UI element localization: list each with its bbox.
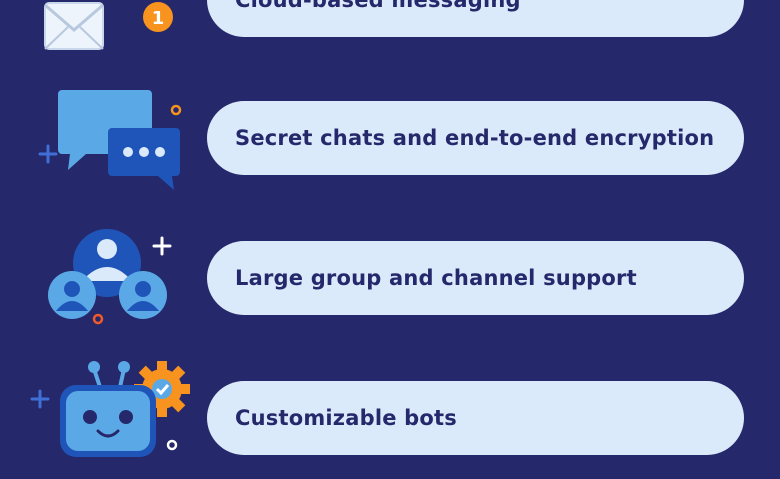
feature-label-bots: Customizable bots [207, 381, 744, 455]
group-users-icon [48, 229, 172, 325]
feature-row-group-support: Large group and channel support [0, 219, 780, 339]
robot-gear-icon [30, 361, 190, 457]
feature-row-bots: Customizable bots [0, 359, 780, 479]
feature-row-secret-chats: Secret chats and end-to-end encryption [0, 80, 780, 200]
feature-label-secret-chats: Secret chats and end-to-end encryption [207, 101, 744, 175]
feature-row-cloud-messaging: 1 Cloud-based messaging [0, 0, 780, 55]
feature-label-cloud-messaging: Cloud-based messaging [207, 0, 744, 37]
envelope-notification-icon: 1 [44, 2, 173, 50]
notification-badge: 1 [152, 8, 165, 29]
feature-label-group-support: Large group and channel support [207, 241, 744, 315]
chat-bubbles-icon [38, 90, 182, 190]
